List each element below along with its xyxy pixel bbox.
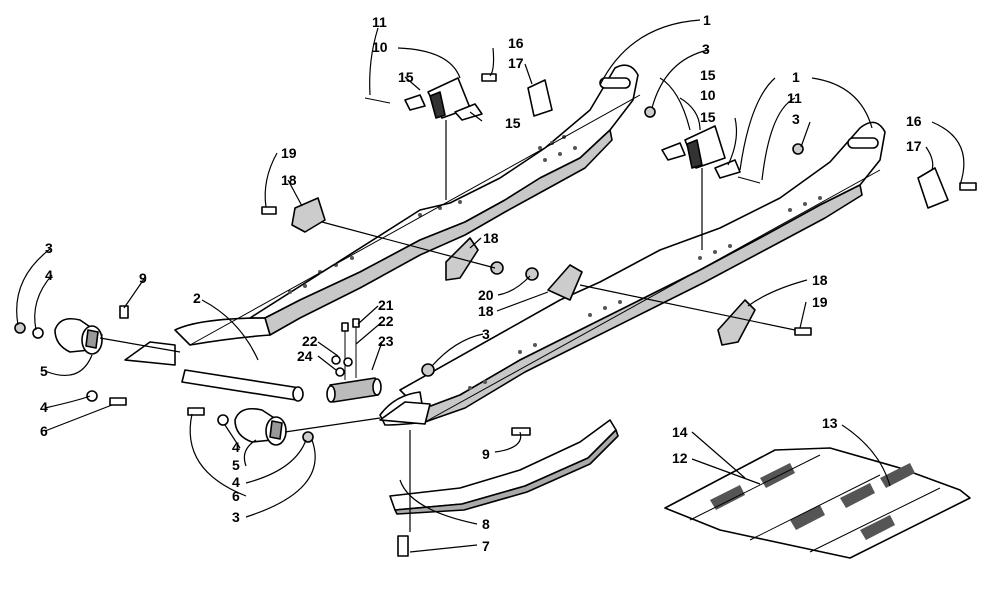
callout-15: 15: [398, 69, 414, 85]
callout-21: 21: [378, 297, 394, 313]
callout-5: 5: [40, 363, 48, 379]
callout-19: 19: [281, 145, 297, 161]
callout-24: 24: [297, 348, 313, 364]
callout-23: 23: [378, 333, 394, 349]
callout-3: 3: [792, 111, 800, 127]
callout-2: 2: [193, 290, 201, 306]
callout-20: 20: [478, 287, 494, 303]
callout-18: 18: [812, 272, 828, 288]
callout-22: 22: [302, 333, 318, 349]
callout-labels: 11 10 15 16 17 15 1 3 15 10 15 1 11 3 16…: [40, 12, 922, 554]
callout-5: 5: [232, 457, 240, 473]
callout-19: 19: [812, 294, 828, 310]
bracket-right-front: [717, 299, 756, 346]
bracket-right-rear: [547, 264, 583, 301]
callout-3: 3: [232, 509, 240, 525]
callout-11: 11: [372, 14, 387, 30]
callout-18: 18: [281, 172, 297, 188]
callout-17: 17: [508, 55, 524, 71]
callout-4: 4: [40, 399, 48, 415]
callout-12: 12: [672, 450, 688, 466]
callout-4: 4: [232, 439, 240, 455]
bracket-left-rear: [291, 197, 326, 233]
callout-15: 15: [505, 115, 521, 131]
shock-block-right: [684, 125, 726, 169]
rear-block-left: [527, 79, 553, 117]
callout-1: 1: [792, 69, 800, 85]
cross-shaft: [181, 369, 304, 402]
callout-3: 3: [482, 326, 490, 342]
left-slide-rail: [174, 64, 641, 346]
callout-3: 3: [702, 41, 710, 57]
callout-15: 15: [700, 67, 716, 83]
callout-7: 7: [482, 538, 490, 554]
callout-13: 13: [822, 415, 838, 431]
callout-9: 9: [482, 446, 490, 462]
callout-16: 16: [508, 35, 524, 51]
callout-8: 8: [482, 516, 490, 532]
callout-9: 9: [139, 270, 147, 286]
track-section: [664, 447, 971, 559]
wear-strip: [389, 419, 619, 515]
idler-wheel-upper: [54, 317, 103, 355]
shock-block-left: [427, 77, 471, 119]
callout-10: 10: [372, 39, 388, 55]
callout-16: 16: [906, 113, 922, 129]
leader-lines: [16, 19, 965, 553]
callout-11: 11: [787, 90, 802, 106]
callout-6: 6: [40, 423, 48, 439]
callout-10: 10: [700, 87, 716, 103]
rear-block-right: [917, 167, 949, 209]
callout-3: 3: [45, 240, 53, 256]
callout-17: 17: [906, 138, 922, 154]
callout-1: 1: [703, 12, 711, 28]
hardware: [14, 73, 977, 557]
callout-14: 14: [672, 424, 688, 440]
callout-22: 22: [378, 313, 394, 329]
callout-4: 4: [45, 267, 53, 283]
callout-18: 18: [483, 230, 499, 246]
idler-wheel-lower: [234, 407, 287, 446]
callout-4: 4: [232, 474, 240, 490]
callout-15: 15: [700, 109, 716, 125]
front-shock-mount: [326, 318, 382, 403]
callout-18: 18: [478, 303, 494, 319]
callout-6: 6: [232, 488, 240, 504]
